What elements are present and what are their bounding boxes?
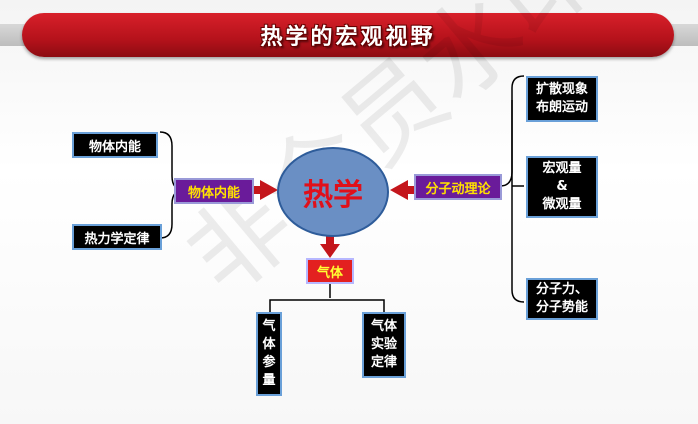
arrow-left-icon bbox=[252, 180, 278, 200]
right-item-line: 宏观量 bbox=[542, 161, 582, 176]
bottom-item-line: 体 bbox=[262, 337, 276, 352]
page-title: 热学的宏观视野 bbox=[260, 25, 436, 50]
bottom-main-node: 气体 bbox=[306, 258, 354, 284]
arrow-right-icon bbox=[390, 180, 414, 200]
title-bar: 热学的宏观视野 bbox=[22, 13, 674, 57]
bottom-item-line: 实验 bbox=[370, 337, 397, 352]
right-item-line: 微观量 bbox=[542, 197, 582, 212]
right-main-node: 分子动理论 bbox=[414, 174, 502, 200]
right-item-line: 布朗运动 bbox=[535, 100, 588, 115]
right-item-2: 宏观量 & 微观量 bbox=[526, 156, 598, 218]
bottom-item-1: 气 体 参 量 bbox=[256, 312, 282, 396]
bottom-main-label: 气体 bbox=[316, 265, 343, 281]
right-main-label: 分子动理论 bbox=[425, 181, 491, 197]
right-item-line: 扩散现象 bbox=[535, 82, 588, 97]
arrow-down-icon bbox=[320, 236, 340, 258]
center-node: 热学 bbox=[277, 147, 389, 237]
bottom-item-line: 定律 bbox=[370, 355, 397, 370]
left-item-2: 热力学定律 bbox=[72, 224, 162, 250]
bottom-item-line: 参 bbox=[262, 355, 276, 370]
bottom-item-line: 气体 bbox=[370, 319, 397, 334]
right-item-line: 分子力、 bbox=[535, 282, 588, 297]
left-main-node: 物体内能 bbox=[174, 178, 254, 204]
right-item-1: 扩散现象 布朗运动 bbox=[526, 76, 598, 122]
left-item-1: 物体内能 bbox=[72, 132, 158, 158]
bottom-item-2: 气体 实验 定律 bbox=[362, 312, 406, 378]
bottom-item-line: 量 bbox=[262, 373, 276, 388]
left-item-label: 物体内能 bbox=[88, 139, 141, 155]
right-item-3: 分子力、 分子势能 bbox=[526, 278, 598, 320]
left-main-label: 物体内能 bbox=[187, 185, 240, 201]
right-item-line: 分子势能 bbox=[535, 300, 588, 315]
right-item-line: & bbox=[556, 179, 568, 194]
bottom-item-line: 气 bbox=[262, 319, 276, 334]
left-item-label: 热力学定律 bbox=[84, 231, 150, 247]
center-label: 热学 bbox=[303, 178, 363, 213]
